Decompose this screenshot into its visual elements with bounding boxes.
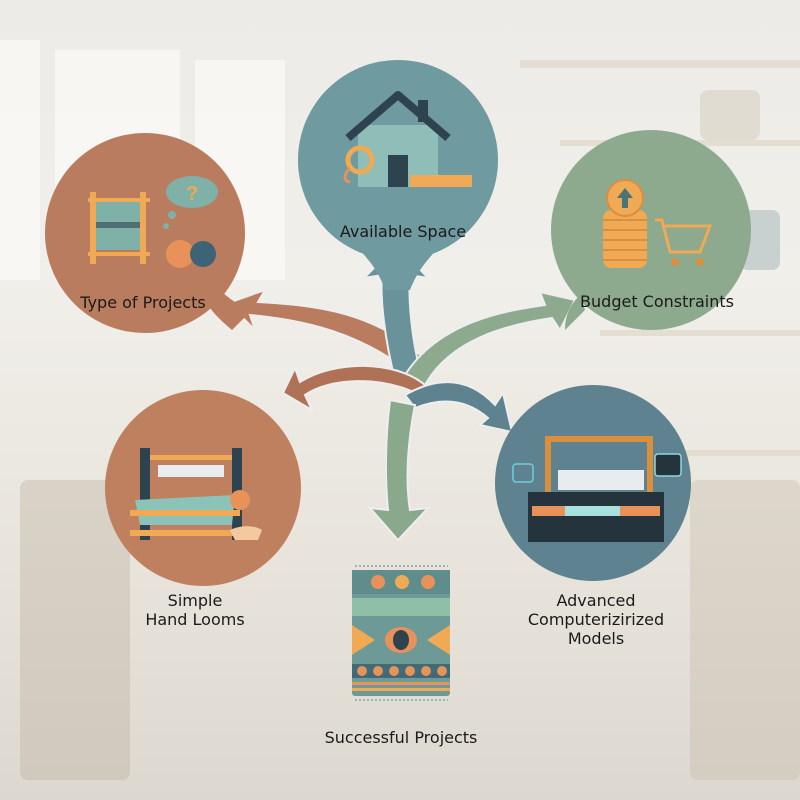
node-type-of-projects: ? [45,133,250,333]
label-advanced-line2: Computerizirized [527,610,665,629]
arrow-to-budget-constraints [403,290,577,387]
label-successful-projects: Successful Projects [324,728,478,747]
node-available-space [298,60,498,290]
node-advanced-computerized-models [495,385,691,581]
computerized-loom-icon [512,436,682,542]
label-simple-line1: Simple [167,591,223,610]
arrow-to-simple-hand-looms [281,364,427,413]
label-advanced-computerized-models: Advanced Computerizirized Models [528,591,664,648]
node-budget-constraints [551,130,751,330]
node-successful-projects [352,565,450,701]
label-advanced-line1: Advanced [556,591,636,610]
arrow-to-successful-projects [367,398,431,542]
label-simple-line2: Hand Looms [145,610,245,629]
hand-loom-icon [130,448,262,540]
node-simple-hand-looms [105,390,301,586]
svg-text:?: ? [186,183,198,205]
label-simple-hand-looms: Simple Hand Looms [145,591,244,629]
label-type-of-projects: Type of Projects [80,293,206,312]
coin-stack-and-cart-icon [603,179,713,268]
arrow-to-advanced-models [403,381,514,434]
house-with-tape-measure-icon [343,91,472,187]
arrow-to-type-of-projects [226,288,432,382]
label-budget-constraints: Budget Constraints [580,292,734,311]
label-available-space: Available Space [339,222,467,241]
loom-frame-with-yarn-question-icon: ? [88,176,218,268]
label-advanced-line3: Models [567,629,625,648]
woven-rug-icon [352,565,450,701]
